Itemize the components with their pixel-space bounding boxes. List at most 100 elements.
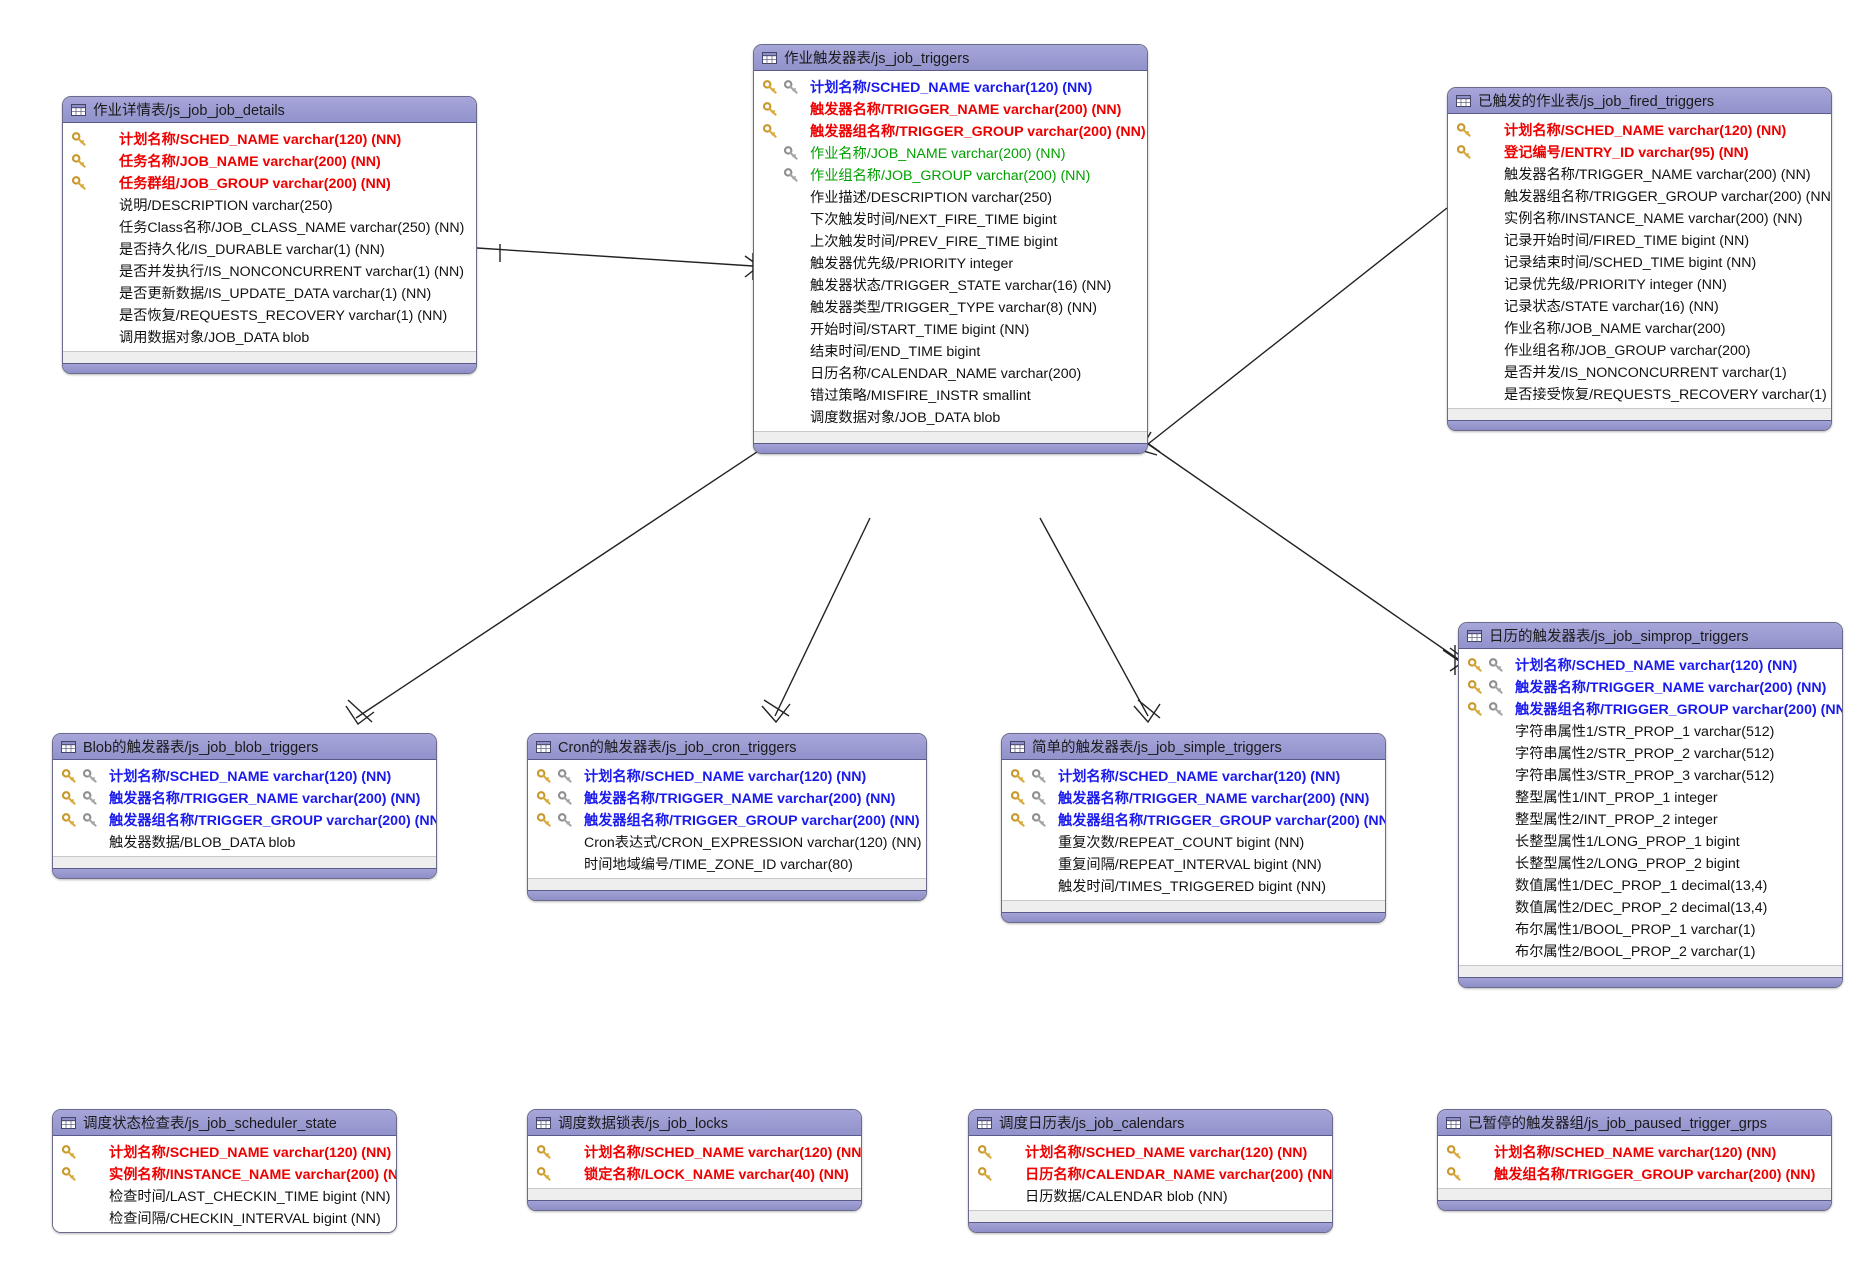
attribute-row[interactable]: 结束时间/END_TIME bigint (754, 340, 1147, 362)
attribute-row[interactable]: 日历名称/CALENDAR_NAME varchar(200) (754, 362, 1147, 384)
entity-header-calendars[interactable]: 调度日历表/js_job_calendars (969, 1110, 1332, 1136)
attribute-row[interactable]: 任务群组/JOB_GROUP varchar(200) (NN) (63, 172, 476, 194)
attribute-row[interactable]: 数值属性2/DEC_PROP_2 decimal(13,4) (1459, 896, 1842, 918)
attribute-row[interactable]: 触发器名称/TRIGGER_NAME varchar(200) (NN) (528, 787, 926, 809)
entity-header-simprop_triggers[interactable]: 日历的触发器表/js_job_simprop_triggers (1459, 623, 1842, 649)
attribute-row[interactable]: 作业组名称/JOB_GROUP varchar(200) (1448, 339, 1831, 361)
attribute-row[interactable]: 记录优先级/PRIORITY integer (NN) (1448, 273, 1831, 295)
attribute-row[interactable]: 计划名称/SCHED_NAME varchar(120) (NN) (528, 765, 926, 787)
attribute-row[interactable]: 检查时间/LAST_CHECKIN_TIME bigint (NN) (53, 1185, 396, 1207)
attribute-row[interactable]: 作业名称/JOB_NAME varchar(200) (1448, 317, 1831, 339)
entity-header-blob_triggers[interactable]: Blob的触发器表/js_job_blob_triggers (53, 734, 436, 760)
attribute-row[interactable]: 长整型属性1/LONG_PROP_1 bigint (1459, 830, 1842, 852)
attribute-row[interactable]: 任务Class名称/JOB_CLASS_NAME varchar(250) (N… (63, 216, 476, 238)
entity-fired_triggers[interactable]: 已触发的作业表/js_job_fired_triggers 计划名称/SCHED_… (1447, 87, 1832, 431)
entity-locks[interactable]: 调度数据锁表/js_job_locks 计划名称/SCHED_NAME varch… (527, 1109, 862, 1211)
attribute-row[interactable]: 是否恢复/REQUESTS_RECOVERY varchar(1) (NN) (63, 304, 476, 326)
entity-header-locks[interactable]: 调度数据锁表/js_job_locks (528, 1110, 861, 1136)
attribute-row[interactable]: 触发器组名称/TRIGGER_GROUP varchar(200) (NN) (754, 120, 1147, 142)
attribute-row[interactable]: 整型属性2/INT_PROP_2 integer (1459, 808, 1842, 830)
attribute-row[interactable]: 长整型属性2/LONG_PROP_2 bigint (1459, 852, 1842, 874)
attribute-row[interactable]: 作业描述/DESCRIPTION varchar(250) (754, 186, 1147, 208)
attribute-row[interactable]: 触发器组名称/TRIGGER_GROUP varchar(200) (NN) (528, 809, 926, 831)
attribute-row[interactable]: 字符串属性1/STR_PROP_1 varchar(512) (1459, 720, 1842, 742)
attribute-row[interactable]: 触发时间/TIMES_TRIGGERED bigint (NN) (1002, 875, 1385, 897)
attribute-row[interactable]: 日历数据/CALENDAR blob (NN) (969, 1185, 1332, 1207)
attribute-row[interactable]: 触发器优先级/PRIORITY integer (754, 252, 1147, 274)
attribute-row[interactable]: 调度数据对象/JOB_DATA blob (754, 406, 1147, 428)
attribute-row[interactable]: 计划名称/SCHED_NAME varchar(120) (NN) (754, 76, 1147, 98)
attribute-row[interactable]: 计划名称/SCHED_NAME varchar(120) (NN) (528, 1141, 861, 1163)
attribute-row[interactable]: 下次触发时间/NEXT_FIRE_TIME bigint (754, 208, 1147, 230)
attribute-row[interactable]: 开始时间/START_TIME bigint (NN) (754, 318, 1147, 340)
attribute-row[interactable]: 触发器名称/TRIGGER_NAME varchar(200) (NN) (1002, 787, 1385, 809)
entity-job_details[interactable]: 作业详情表/js_job_job_details 计划名称/SCHED_NAME … (62, 96, 477, 374)
attribute-row[interactable]: 触发器组名称/TRIGGER_GROUP varchar(200) (NN) (1448, 185, 1831, 207)
attribute-row[interactable]: 记录结束时间/SCHED_TIME bigint (NN) (1448, 251, 1831, 273)
attribute-row[interactable]: 是否并发执行/IS_NONCONCURRENT varchar(1) (NN) (63, 260, 476, 282)
attribute-row[interactable]: 计划名称/SCHED_NAME varchar(120) (NN) (969, 1141, 1332, 1163)
attribute-row[interactable]: 是否并发/IS_NONCONCURRENT varchar(1) (1448, 361, 1831, 383)
attribute-row[interactable]: 实例名称/INSTANCE_NAME varchar(200) (NN) (1448, 207, 1831, 229)
attribute-row[interactable]: 触发组名称/TRIGGER_GROUP varchar(200) (NN) (1438, 1163, 1831, 1185)
attribute-row[interactable]: 计划名称/SCHED_NAME varchar(120) (NN) (1448, 119, 1831, 141)
attribute-row[interactable]: 触发器名称/TRIGGER_NAME varchar(200) (NN) (1459, 676, 1842, 698)
entity-header-scheduler_state[interactable]: 调度状态检查表/js_job_scheduler_state (53, 1110, 396, 1136)
entity-header-job_triggers[interactable]: 作业触发器表/js_job_triggers (754, 45, 1147, 71)
attribute-row[interactable]: 上次触发时间/PREV_FIRE_TIME bigint (754, 230, 1147, 252)
attribute-row[interactable]: 触发器组名称/TRIGGER_GROUP varchar(200) (NN) (1459, 698, 1842, 720)
attribute-row[interactable]: 锁定名称/LOCK_NAME varchar(40) (NN) (528, 1163, 861, 1185)
attribute-row[interactable]: 计划名称/SCHED_NAME varchar(120) (NN) (53, 1141, 396, 1163)
attribute-row[interactable]: 检查间隔/CHECKIN_INTERVAL bigint (NN) (53, 1207, 396, 1229)
attribute-row[interactable]: 计划名称/SCHED_NAME varchar(120) (NN) (63, 128, 476, 150)
attribute-row[interactable]: 记录开始时间/FIRED_TIME bigint (NN) (1448, 229, 1831, 251)
entity-paused_trigger_grps[interactable]: 已暂停的触发器组/js_job_paused_trigger_grps 计划名称/… (1437, 1109, 1832, 1211)
entity-header-paused_trigger_grps[interactable]: 已暂停的触发器组/js_job_paused_trigger_grps (1438, 1110, 1831, 1136)
attribute-row[interactable]: 触发器名称/TRIGGER_NAME varchar(200) (NN) (1448, 163, 1831, 185)
attribute-row[interactable]: 字符串属性2/STR_PROP_2 varchar(512) (1459, 742, 1842, 764)
attribute-row[interactable]: 是否更新数据/IS_UPDATE_DATA varchar(1) (NN) (63, 282, 476, 304)
attribute-row[interactable]: 计划名称/SCHED_NAME varchar(120) (NN) (1459, 654, 1842, 676)
attribute-row[interactable]: 日历名称/CALENDAR_NAME varchar(200) (NN) (969, 1163, 1332, 1185)
entity-job_triggers[interactable]: 作业触发器表/js_job_triggers 计划名称/SCHED_NAME va… (753, 44, 1148, 454)
attribute-row[interactable]: 是否持久化/IS_DURABLE varchar(1) (NN) (63, 238, 476, 260)
attribute-row[interactable]: 错过策略/MISFIRE_INSTR smallint (754, 384, 1147, 406)
entity-simprop_triggers[interactable]: 日历的触发器表/js_job_simprop_triggers 计划名称/SCHE… (1458, 622, 1843, 988)
attribute-row[interactable]: 计划名称/SCHED_NAME varchar(120) (NN) (1438, 1141, 1831, 1163)
attribute-row[interactable]: 计划名称/SCHED_NAME varchar(120) (NN) (1002, 765, 1385, 787)
entity-calendars[interactable]: 调度日历表/js_job_calendars 计划名称/SCHED_NAME va… (968, 1109, 1333, 1233)
entity-header-job_details[interactable]: 作业详情表/js_job_job_details (63, 97, 476, 123)
attribute-row[interactable]: 重复次数/REPEAT_COUNT bigint (NN) (1002, 831, 1385, 853)
attribute-row[interactable]: 触发器组名称/TRIGGER_GROUP varchar(200) (NN) (1002, 809, 1385, 831)
attribute-row[interactable]: 调用数据对象/JOB_DATA blob (63, 326, 476, 348)
attribute-row[interactable]: 布尔属性2/BOOL_PROP_2 varchar(1) (1459, 940, 1842, 962)
entity-header-simple_triggers[interactable]: 简单的触发器表/js_job_simple_triggers (1002, 734, 1385, 760)
attribute-row[interactable]: 登记编号/ENTRY_ID varchar(95) (NN) (1448, 141, 1831, 163)
attribute-row[interactable]: 触发器名称/TRIGGER_NAME varchar(200) (NN) (53, 787, 436, 809)
attribute-row[interactable]: 记录状态/STATE varchar(16) (NN) (1448, 295, 1831, 317)
attribute-row[interactable]: 整型属性1/INT_PROP_1 integer (1459, 786, 1842, 808)
attribute-row[interactable]: 数值属性1/DEC_PROP_1 decimal(13,4) (1459, 874, 1842, 896)
attribute-row[interactable]: 触发器状态/TRIGGER_STATE varchar(16) (NN) (754, 274, 1147, 296)
attribute-row[interactable]: 重复间隔/REPEAT_INTERVAL bigint (NN) (1002, 853, 1385, 875)
attribute-row[interactable]: 任务名称/JOB_NAME varchar(200) (NN) (63, 150, 476, 172)
attribute-row[interactable]: 触发器组名称/TRIGGER_GROUP varchar(200) (NN) (53, 809, 436, 831)
entity-blob_triggers[interactable]: Blob的触发器表/js_job_blob_triggers 计划名称/SCHED… (52, 733, 437, 879)
attribute-row[interactable]: 作业组名称/JOB_GROUP varchar(200) (NN) (754, 164, 1147, 186)
attribute-row[interactable]: 计划名称/SCHED_NAME varchar(120) (NN) (53, 765, 436, 787)
attribute-row[interactable]: 时间地域编号/TIME_ZONE_ID varchar(80) (528, 853, 926, 875)
attribute-row[interactable]: 触发器数据/BLOB_DATA blob (53, 831, 436, 853)
entity-simple_triggers[interactable]: 简单的触发器表/js_job_simple_triggers 计划名称/SCHED… (1001, 733, 1386, 923)
entity-header-fired_triggers[interactable]: 已触发的作业表/js_job_fired_triggers (1448, 88, 1831, 114)
attribute-row[interactable]: 是否接受恢复/REQUESTS_RECOVERY varchar(1) (1448, 383, 1831, 405)
attribute-row[interactable]: 布尔属性1/BOOL_PROP_1 varchar(1) (1459, 918, 1842, 940)
attribute-row[interactable]: 触发器类型/TRIGGER_TYPE varchar(8) (NN) (754, 296, 1147, 318)
entity-header-cron_triggers[interactable]: Cron的触发器表/js_job_cron_triggers (528, 734, 926, 760)
attribute-row[interactable]: 作业名称/JOB_NAME varchar(200) (NN) (754, 142, 1147, 164)
attribute-row[interactable]: Cron表达式/CRON_EXPRESSION varchar(120) (NN… (528, 831, 926, 853)
entity-cron_triggers[interactable]: Cron的触发器表/js_job_cron_triggers 计划名称/SCHED… (527, 733, 927, 901)
attribute-row[interactable]: 字符串属性3/STR_PROP_3 varchar(512) (1459, 764, 1842, 786)
attribute-row[interactable]: 实例名称/INSTANCE_NAME varchar(200) (NN) (53, 1163, 396, 1185)
attribute-row[interactable]: 说明/DESCRIPTION varchar(250) (63, 194, 476, 216)
attribute-row[interactable]: 触发器名称/TRIGGER_NAME varchar(200) (NN) (754, 98, 1147, 120)
